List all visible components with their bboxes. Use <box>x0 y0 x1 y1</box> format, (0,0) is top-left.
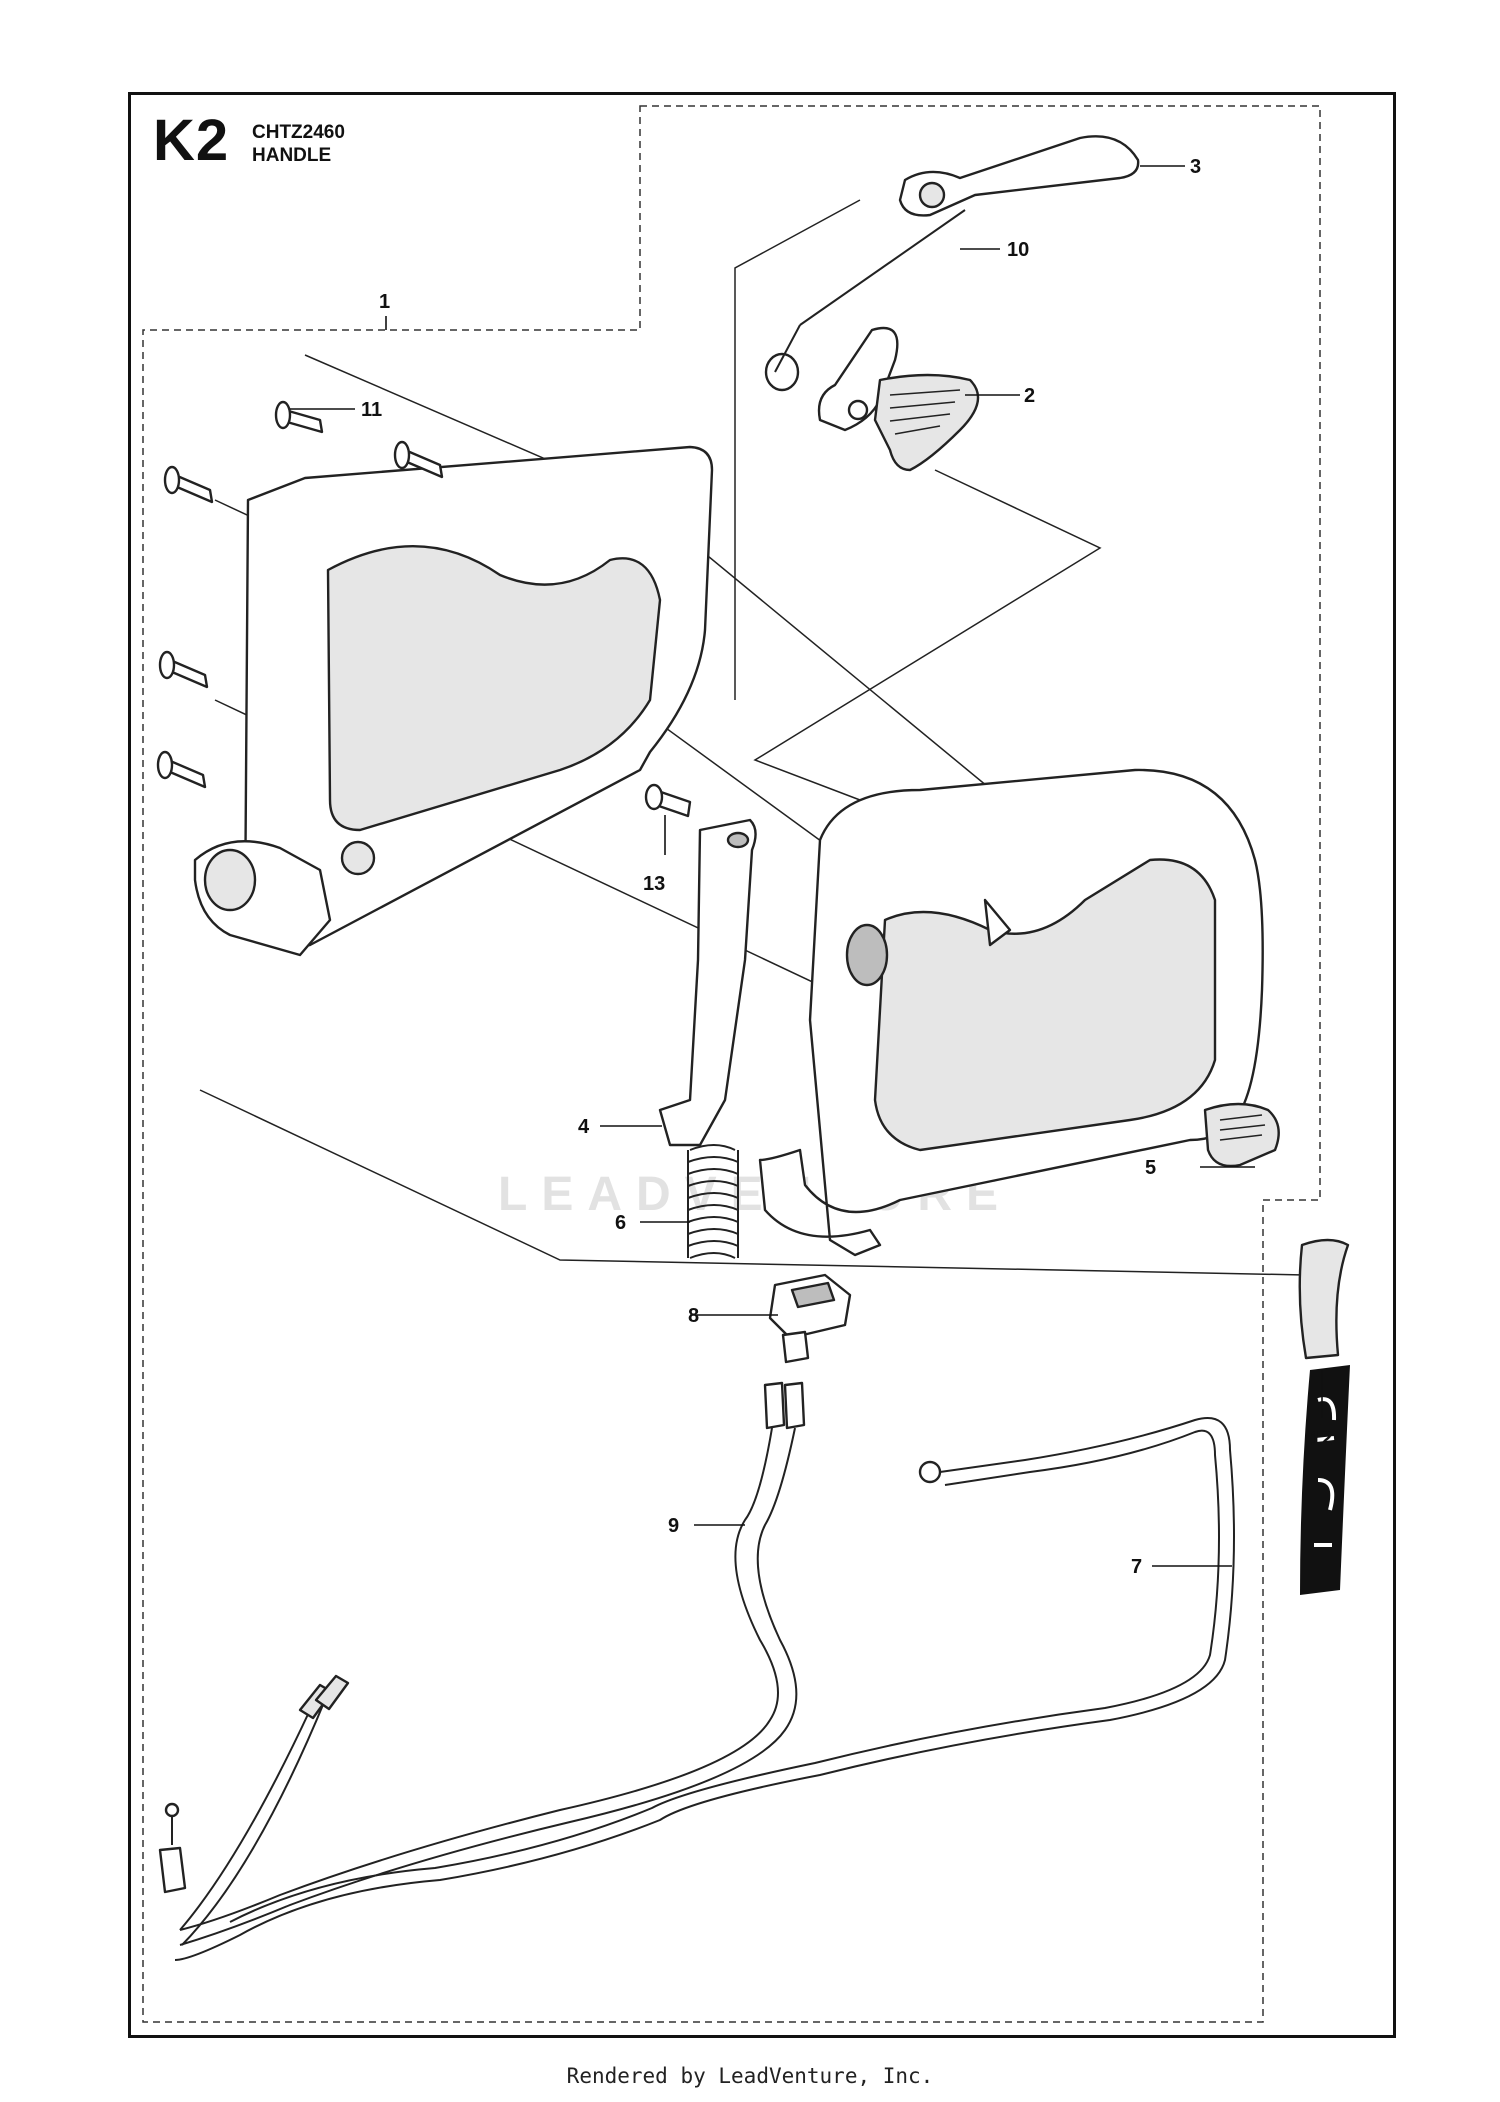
screw-11d <box>158 650 209 689</box>
callout-5: 5 <box>1145 1157 1156 1179</box>
screw-11c <box>163 465 214 504</box>
pin <box>644 783 692 818</box>
switch <box>768 1273 852 1364</box>
callout-labels: 1 2 3 4 5 6 7 8 9 10 11 12 13 <box>361 156 1332 1578</box>
label-plate <box>1298 1238 1350 1360</box>
callout-1: 1 <box>379 291 390 313</box>
diagram-title: HANDLE <box>252 145 332 166</box>
callout-2: 2 <box>1024 385 1035 407</box>
lockout-lever <box>898 135 1140 217</box>
callout-12: 12 <box>1310 1428 1332 1450</box>
callout-leaders <box>290 165 1323 1567</box>
callout-11: 11 <box>361 399 382 421</box>
trigger <box>817 326 980 472</box>
brand-logo-icon <box>1300 1365 1350 1595</box>
throttle-cable <box>158 1417 1235 1961</box>
callout-6: 6 <box>615 1212 626 1234</box>
callout-8: 8 <box>688 1305 699 1327</box>
handle-right-half <box>758 768 1264 1257</box>
screws <box>156 400 444 789</box>
knob <box>1203 1102 1280 1168</box>
callout-3: 3 <box>1190 156 1201 178</box>
callout-9: 9 <box>668 1515 679 1537</box>
screw-11e <box>156 750 207 789</box>
handle-left-half <box>193 445 714 957</box>
callout-13: 13 <box>643 873 665 895</box>
screw-11a <box>274 400 324 434</box>
assembly-boundary <box>142 105 1321 2023</box>
screw-11b <box>393 440 444 479</box>
coil-spring <box>687 1144 739 1259</box>
wiring-harness <box>179 1381 806 1946</box>
callout-10: 10 <box>1007 239 1029 261</box>
spring-wire <box>764 209 966 392</box>
callout-7: 7 <box>1131 1556 1142 1578</box>
throttle-lever <box>658 818 757 1147</box>
page-code: K2 <box>153 108 230 173</box>
model-number: CHTZ2460 <box>252 122 345 143</box>
callout-4: 4 <box>578 1116 590 1138</box>
footer-credit: Rendered by LeadVenture, Inc. <box>566 2064 934 2088</box>
